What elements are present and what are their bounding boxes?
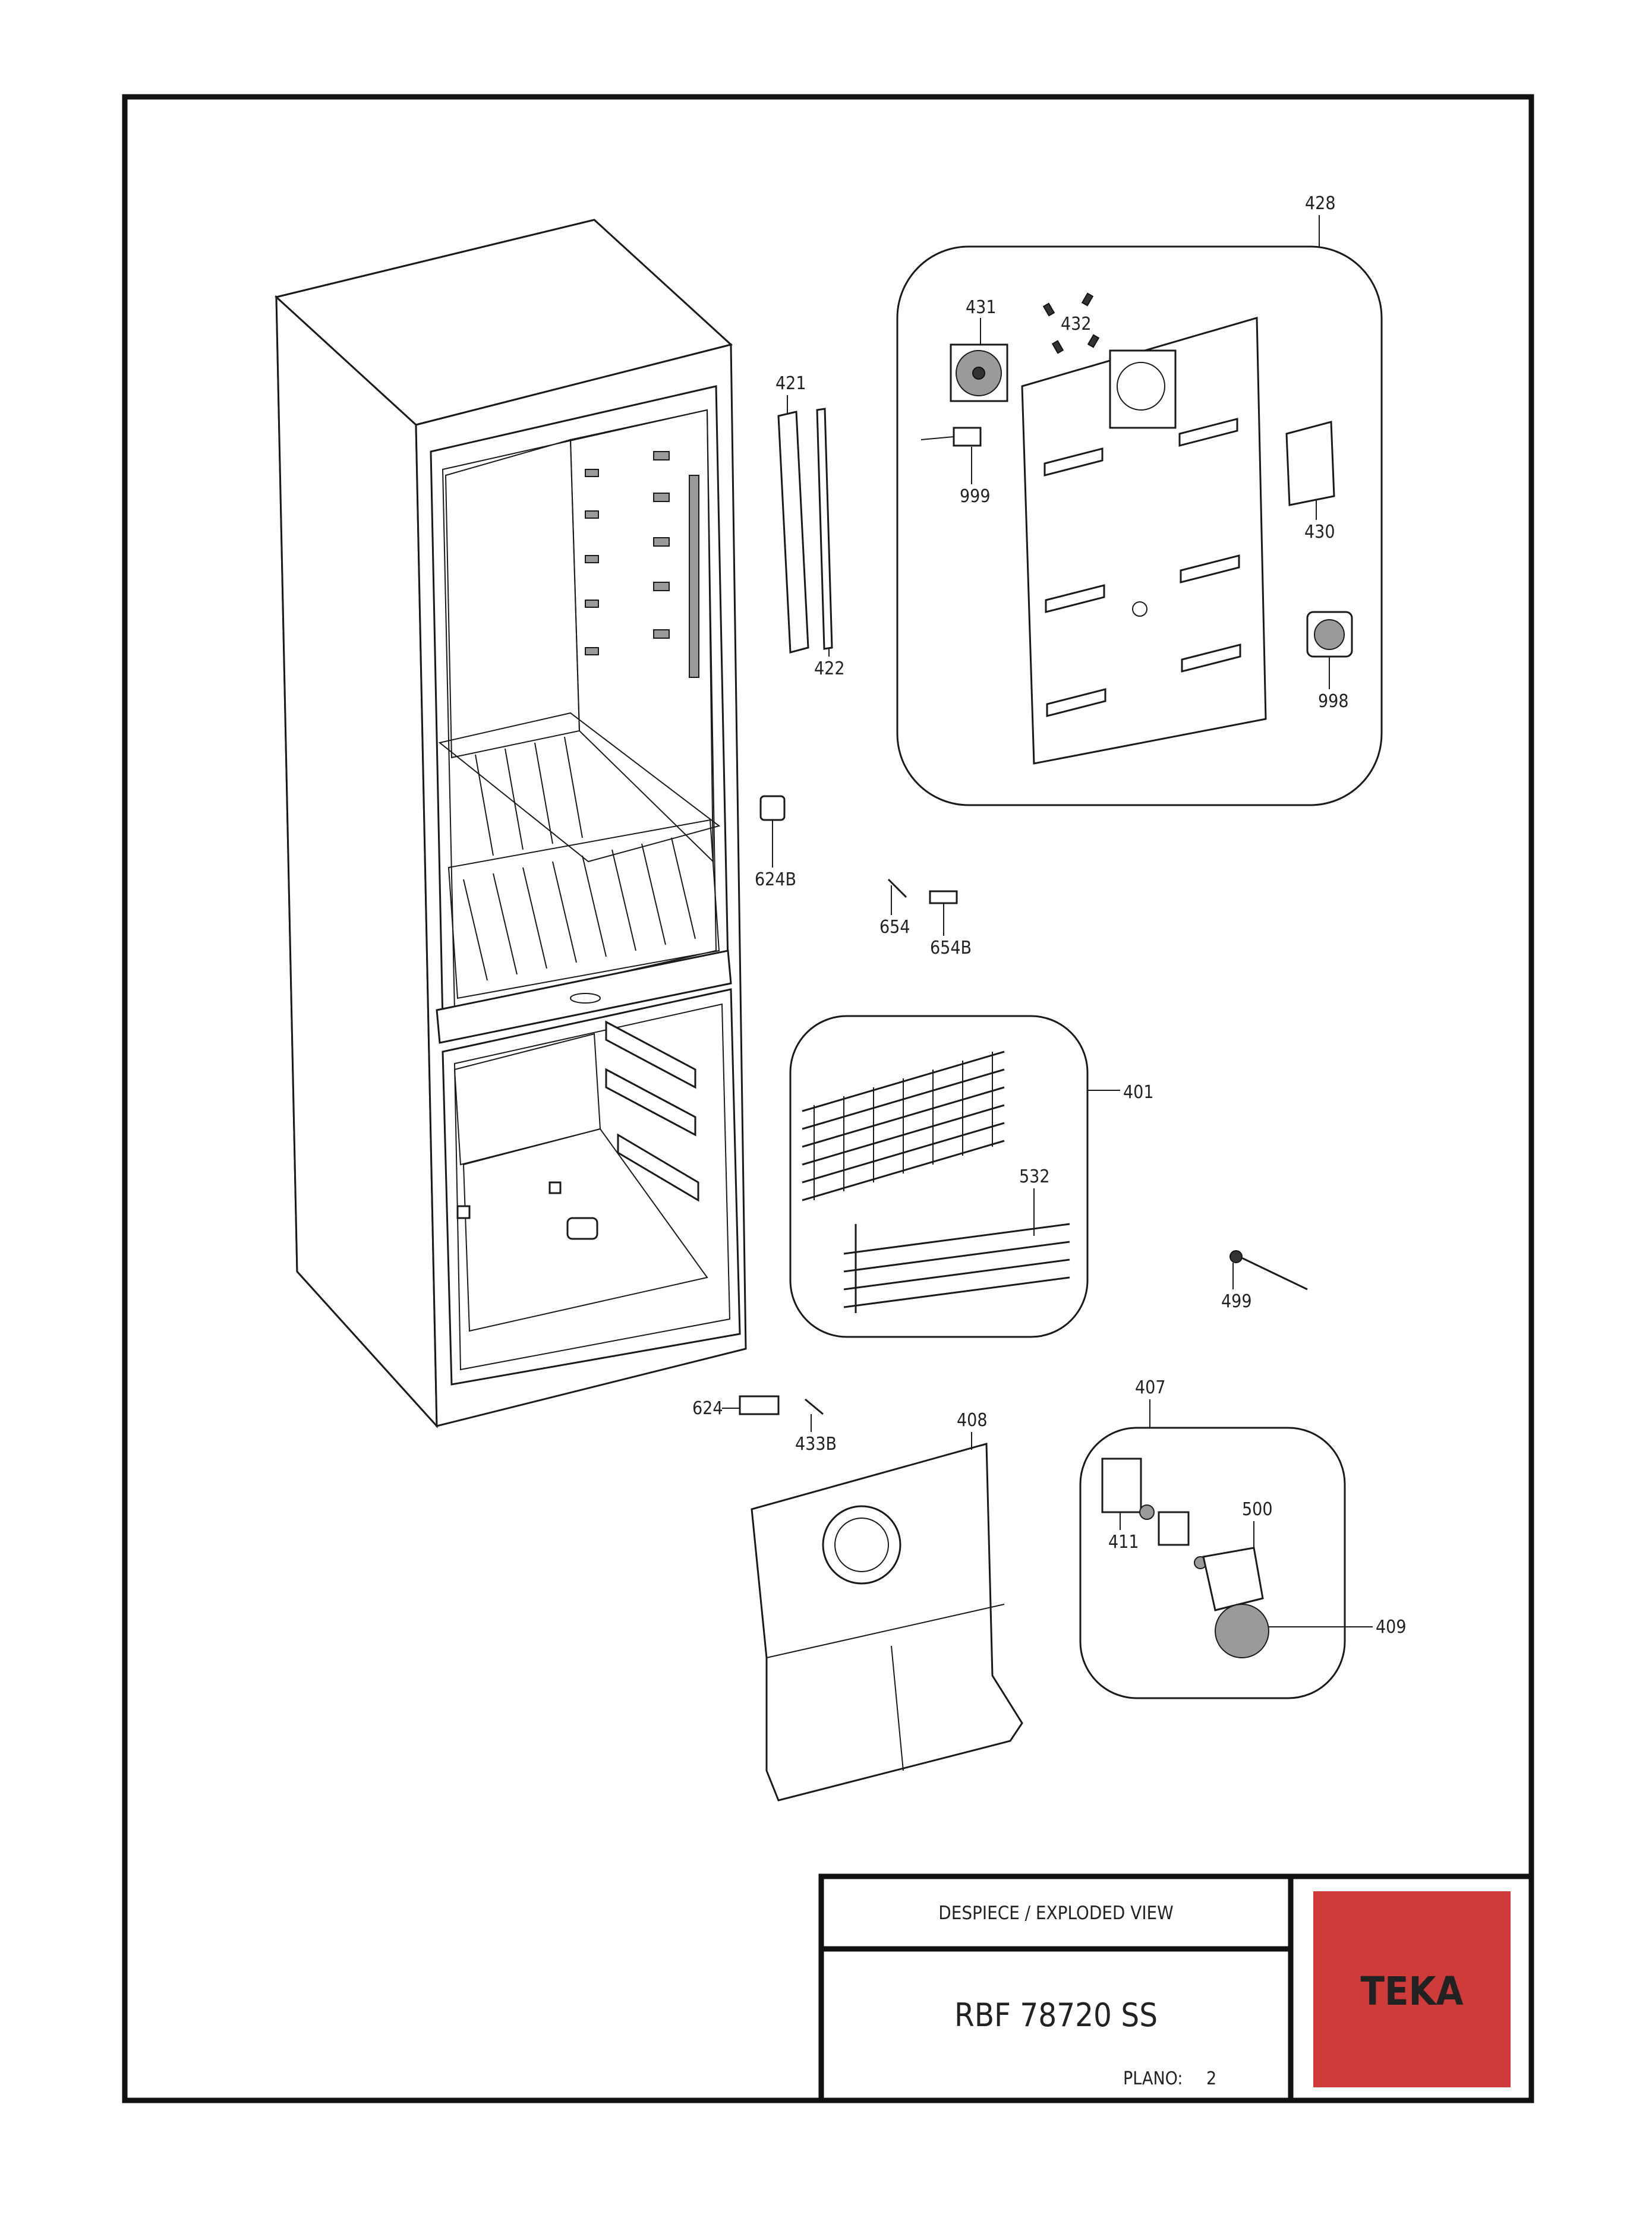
lamp-cover-421 — [777, 411, 809, 654]
part-624B-shape — [759, 795, 786, 821]
brand-logo-panel — [1313, 1891, 1511, 2087]
refrigerator-cabinet — [274, 219, 747, 1428]
title-block-plano-number: 2 — [1206, 2068, 1216, 2089]
part-label-422: 422 — [814, 658, 845, 679]
part-label-624: 624 — [692, 1398, 723, 1419]
part-label-407: 407 — [1135, 1377, 1166, 1398]
crisper-tray — [438, 712, 721, 999]
rear-cover-408 — [751, 1443, 1023, 1802]
title-block-plano-label: PLANO: — [1123, 2068, 1183, 2089]
part-label-500: 500 — [1242, 1499, 1273, 1520]
sensor-499 — [1229, 1250, 1308, 1291]
panel-vents — [1043, 418, 1241, 717]
defrost-heater-532 — [843, 1223, 1070, 1313]
part-label-409: 409 — [1376, 1617, 1407, 1638]
connector-999 — [920, 427, 982, 447]
part-label-408: 408 — [957, 1410, 988, 1431]
rail-422 — [816, 408, 833, 650]
evaporator-coil — [802, 1051, 1005, 1201]
group-401-box — [789, 1015, 1089, 1338]
brand-logo: TEKA — [1360, 1969, 1463, 2014]
part-label-998: 998 — [1318, 691, 1349, 712]
part-label-431: 431 — [966, 297, 997, 318]
part-label-532: 532 — [1019, 1166, 1050, 1187]
evaporator-cover-panel — [1021, 317, 1267, 765]
cover-430 — [1285, 421, 1335, 506]
part-label-654B: 654B — [930, 938, 972, 958]
fridge-shelf-rails — [585, 451, 699, 678]
part-label-433B: 433B — [795, 1434, 837, 1455]
part-624-shape — [739, 1395, 780, 1415]
group-407-box — [1079, 1427, 1346, 1699]
group-428-box — [896, 245, 1383, 806]
part-654-shape — [887, 878, 907, 898]
fan-motor-assembly — [1101, 1458, 1269, 1658]
freezer-rails — [456, 1020, 699, 1240]
part-654B-shape — [929, 890, 958, 904]
part-label-624B: 624B — [755, 869, 796, 890]
part-label-428: 428 — [1305, 193, 1336, 214]
title-block-model: RBF 78720 SS — [954, 1996, 1158, 2034]
fan-431 — [950, 343, 1008, 402]
part-label-999: 999 — [960, 486, 991, 507]
damper-998 — [1306, 611, 1353, 658]
part-label-430: 430 — [1304, 522, 1335, 542]
part-label-421: 421 — [775, 373, 806, 394]
part-label-499: 499 — [1221, 1291, 1252, 1312]
part-label-432: 432 — [1061, 314, 1092, 335]
title-block: DESPIECE / EXPLODED VIEW RBF 78720 SS PL… — [818, 1873, 1534, 2103]
part-label-411: 411 — [1108, 1532, 1139, 1553]
part-label-401: 401 — [1123, 1082, 1154, 1103]
part-433B-shape — [805, 1398, 824, 1415]
part-label-654: 654 — [879, 917, 910, 938]
part-labels: 428 431 432 999 430 998 421 422 624B 654… — [692, 193, 1407, 1638]
screws-432 — [1042, 292, 1100, 354]
title-block-header: DESPIECE / EXPLODED VIEW — [938, 1903, 1174, 1924]
